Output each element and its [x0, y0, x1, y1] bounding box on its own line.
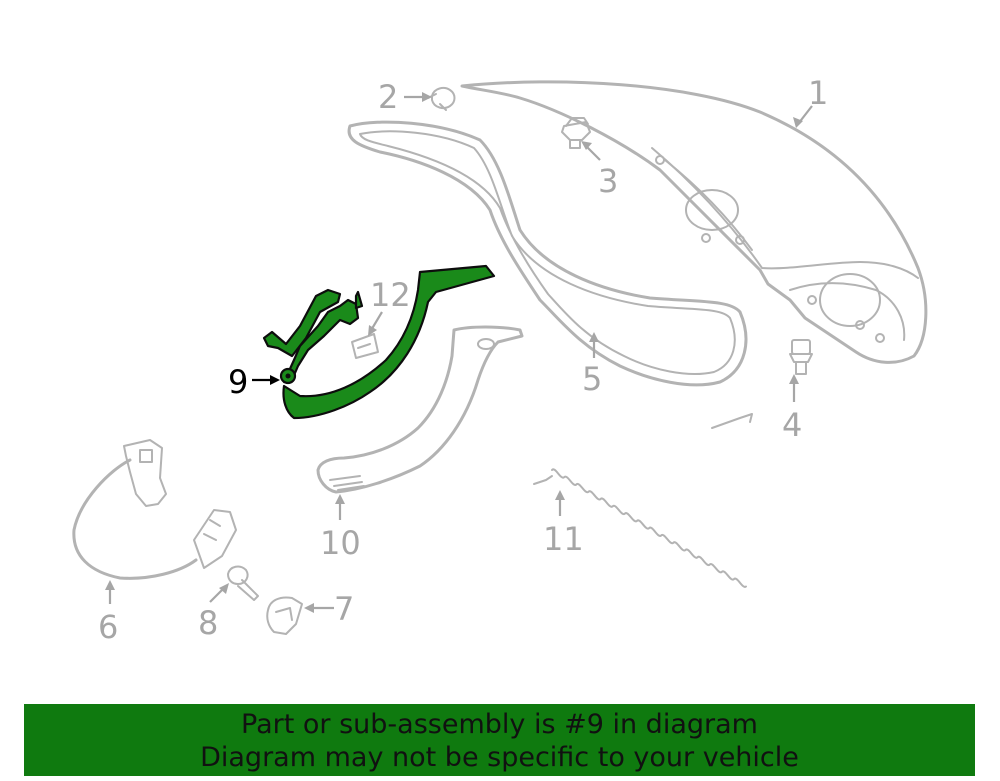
part-5-weatherstrip[interactable]: [347, 120, 748, 387]
callout-1[interactable]: 1: [808, 74, 828, 112]
part-11-spring[interactable]: [533, 413, 753, 625]
part-2-clip[interactable]: [427, 87, 456, 111]
part-1-trunk-lid[interactable]: [460, 80, 928, 364]
exploded-parts-diagram: 1 2 3 4 5 6 7 8 9 10 11 12: [72, 74, 928, 646]
part-10-trim-panel[interactable]: [316, 325, 524, 494]
part-9-hinge-highlighted[interactable]: [262, 264, 496, 420]
callout-10[interactable]: 10: [320, 524, 361, 562]
callout-leaders: [105, 92, 813, 613]
info-banner: Part or sub-assembly is #9 in diagram Di…: [24, 704, 975, 776]
part-8-bolt[interactable]: [227, 565, 259, 601]
callout-11[interactable]: 11: [543, 520, 584, 558]
part-12-clip[interactable]: [351, 333, 379, 359]
callout-2[interactable]: 2: [378, 78, 398, 116]
callout-7[interactable]: 7: [334, 590, 354, 628]
callout-4[interactable]: 4: [782, 406, 802, 444]
part-3-bumper[interactable]: [561, 117, 591, 149]
part-6-release-cable[interactable]: [72, 439, 237, 580]
banner-line-disclaimer: Diagram may not be specific to your vehi…: [200, 742, 799, 773]
part-4-stud[interactable]: [789, 339, 813, 375]
callout-9[interactable]: 9: [228, 363, 248, 401]
callout-3[interactable]: 3: [598, 162, 618, 200]
callout-labels: 1 2 3 4 5 6 7 8 9 10 11 12: [98, 74, 828, 646]
callout-12[interactable]: 12: [370, 276, 411, 314]
part-7-cover[interactable]: [266, 596, 303, 635]
callout-5[interactable]: 5: [582, 360, 602, 398]
banner-line-part-number: Part or sub-assembly is #9 in diagram: [241, 709, 758, 740]
callout-6[interactable]: 6: [98, 608, 118, 646]
callout-8[interactable]: 8: [198, 604, 218, 642]
